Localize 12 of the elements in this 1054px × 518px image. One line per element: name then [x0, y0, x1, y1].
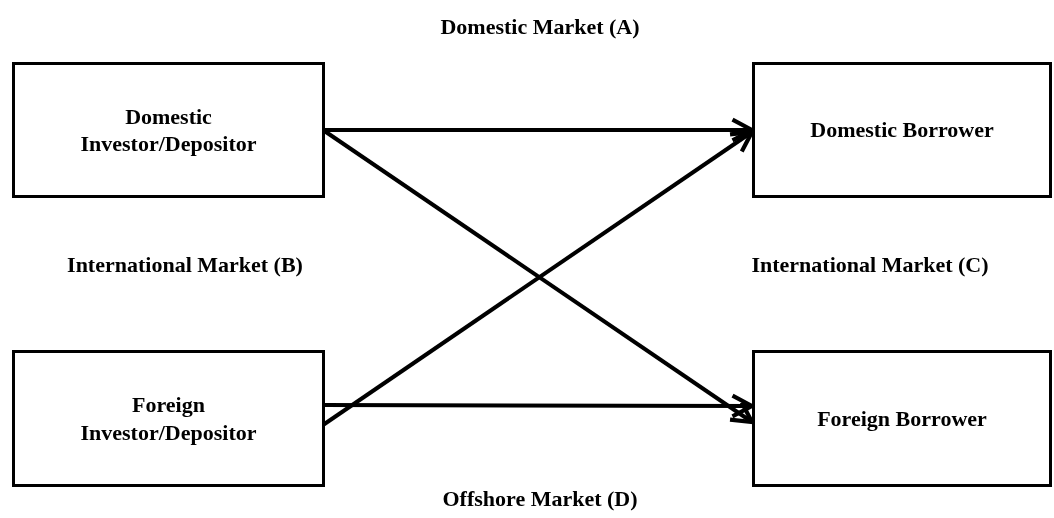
box-label: Domestic Investor/Depositor	[79, 102, 258, 158]
box-label: Foreign Borrower	[816, 404, 988, 433]
process-box	[752, 350, 1052, 487]
market-label: Offshore Market (D)	[442, 486, 638, 512]
process-box	[12, 62, 325, 198]
box-label: Domestic Borrower	[809, 116, 995, 144]
process-box	[12, 350, 325, 487]
market-label: Domestic Market (A)	[440, 14, 640, 40]
market-label: International Market (B)	[67, 252, 303, 278]
box-label: Foreign Investor/Depositor	[79, 391, 258, 446]
process-box	[752, 62, 1052, 198]
market-label: International Market (C)	[751, 252, 989, 278]
